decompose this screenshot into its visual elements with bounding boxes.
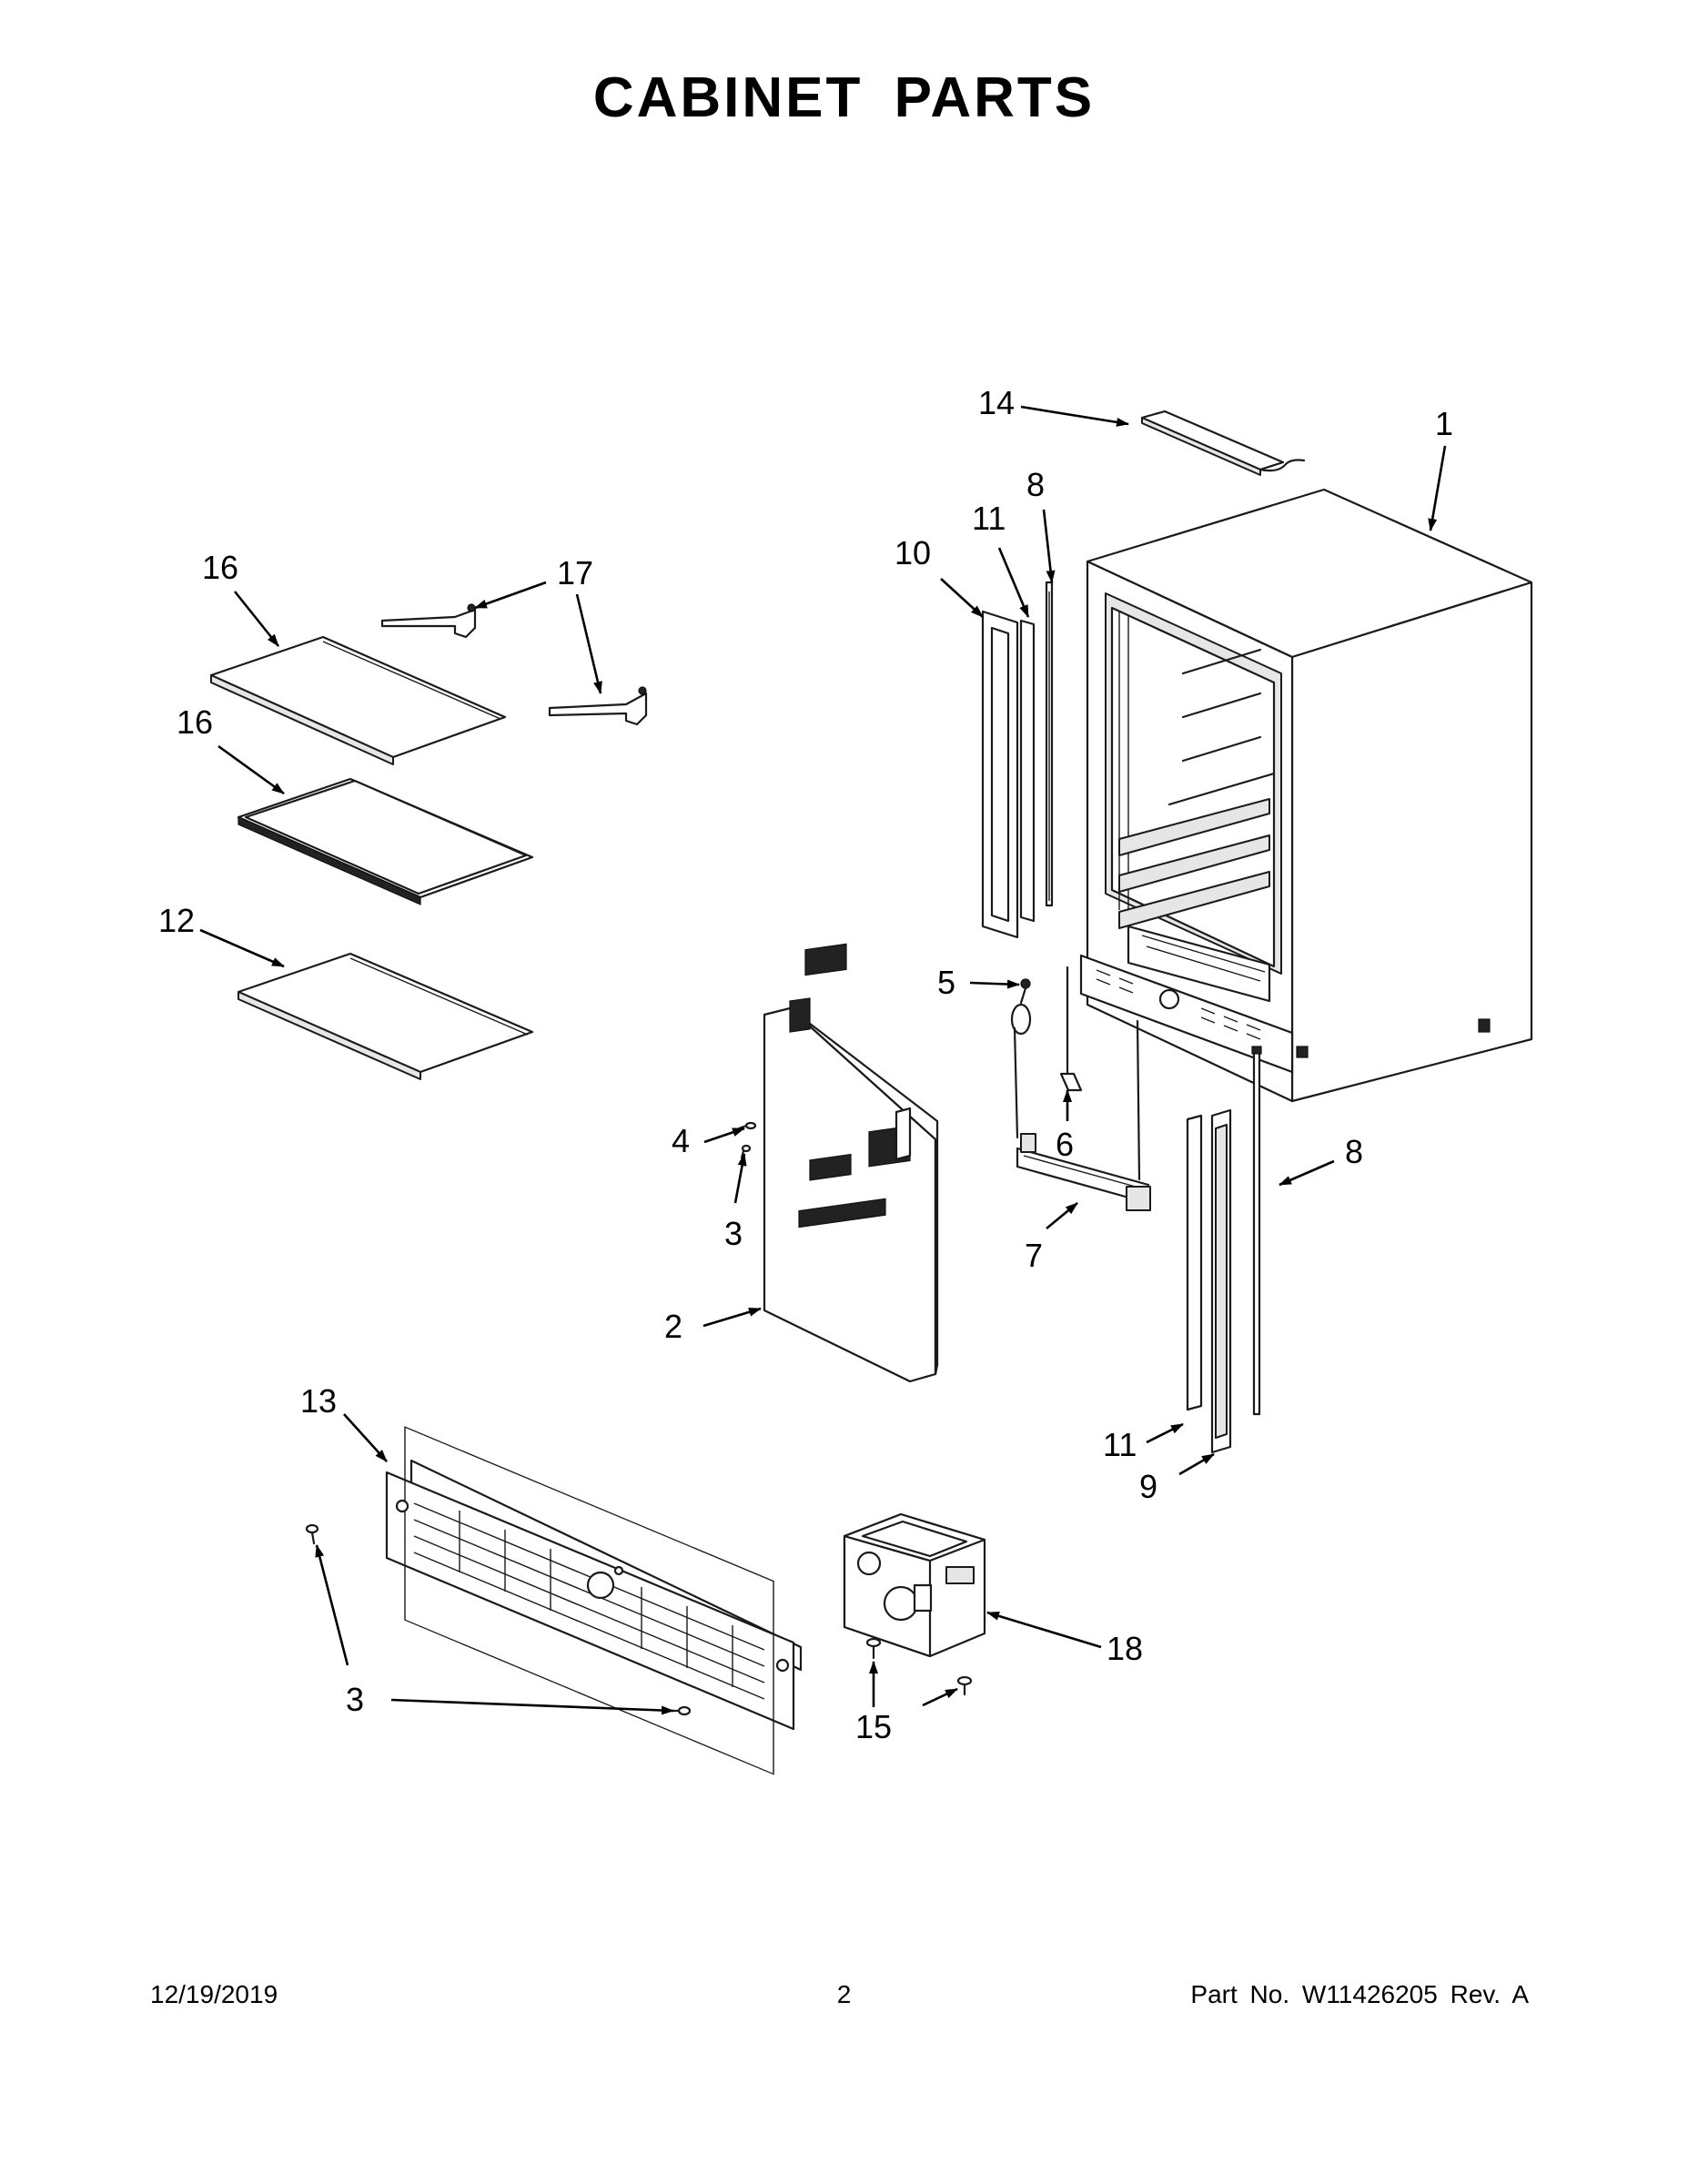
- callout-1: 1: [1435, 405, 1453, 442]
- footer-page-number: 2: [836, 1980, 852, 2008]
- screw-part-3-right: [670, 1705, 692, 1716]
- drain-box-part-18: [843, 1512, 986, 1658]
- top-trim-part-14: [1140, 410, 1306, 476]
- screw-part-4: [737, 1121, 757, 1130]
- shelf-part-12: [237, 952, 534, 1080]
- grille-part-13: [385, 1426, 803, 1775]
- callout-16-middle: 16: [177, 703, 213, 741]
- callout-8-right: 8: [1345, 1133, 1363, 1170]
- screw-part-15-right: [956, 1675, 973, 1696]
- rear-panel-part-2: [763, 943, 939, 1383]
- footer-part-number: Part No. W11426205 Rev. A: [1190, 1980, 1529, 2008]
- callout-2: 2: [664, 1308, 682, 1345]
- hinge-rod-part-8-right: [1251, 1046, 1262, 1416]
- leader-arrows: [199, 405, 1447, 1715]
- footer-date: 12/19/2019: [150, 1980, 278, 2008]
- callout-11-top: 11: [972, 500, 1006, 537]
- door-gasket-part-9: [1210, 1108, 1232, 1454]
- screw-part-3-left: [305, 1523, 319, 1545]
- callout-13: 13: [300, 1382, 337, 1420]
- callout-7: 7: [1025, 1237, 1043, 1274]
- callout-12: 12: [158, 902, 195, 939]
- door-gasket-part-10: [981, 610, 1019, 939]
- callout-17: 17: [557, 554, 593, 592]
- callout-16-top: 16: [202, 549, 238, 586]
- screw-part-15-left: [865, 1637, 882, 1660]
- gasket-strip-part-11: [1019, 619, 1036, 923]
- callout-labels: 14 1 8 11 10 16 17 16 12 5 6 4 8 3 7 2 1…: [158, 384, 1453, 1745]
- shelf-bracket-part-17-lower: [548, 686, 648, 726]
- callout-9: 9: [1139, 1468, 1157, 1505]
- sensor-part-5: [1010, 978, 1032, 1036]
- callout-15: 15: [855, 1708, 892, 1745]
- callout-14: 14: [978, 384, 1015, 421]
- cabinet-part-1: [1079, 488, 1533, 1103]
- gasket-strip-part-11-right: [1186, 1114, 1203, 1411]
- callout-18: 18: [1107, 1630, 1143, 1667]
- sensor-wire-part-6: [1059, 966, 1083, 1092]
- shelf-part-16-top: [209, 635, 507, 765]
- hinge-rod-part-8: [1045, 581, 1054, 907]
- shelf-bracket-part-17-upper: [380, 603, 477, 639]
- callout-6: 6: [1056, 1126, 1074, 1163]
- callout-3-lower: 3: [346, 1681, 364, 1718]
- callout-10: 10: [895, 534, 931, 571]
- callout-8-top: 8: [1026, 466, 1045, 503]
- callout-4: 4: [672, 1122, 690, 1159]
- page-title: CABINET PARTS: [592, 66, 1096, 129]
- callout-5: 5: [937, 964, 955, 1001]
- control-assembly-part-7: [1013, 1019, 1151, 1211]
- callout-11-right: 11: [1103, 1426, 1137, 1463]
- callout-3-upper: 3: [724, 1215, 743, 1252]
- shelf-part-16-middle: [237, 777, 534, 905]
